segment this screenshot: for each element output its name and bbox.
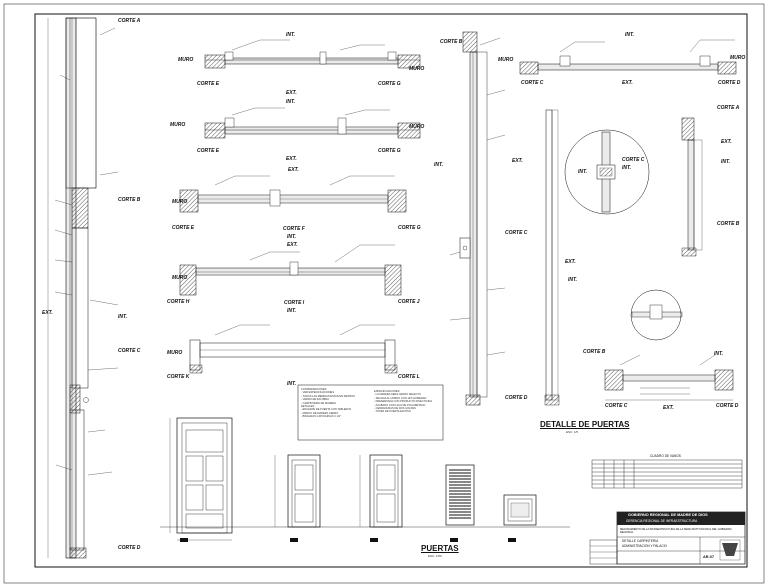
- label-corte-a-right: CORTE A: [717, 105, 740, 111]
- label-int-right-mid: INT.: [721, 159, 731, 165]
- inner-border: [34, 13, 748, 568]
- right-section-bottom: [604, 354, 734, 401]
- label-int-r4: INT.: [287, 308, 297, 314]
- title-detalle-de-puertas: DETALLE DE PUERTAS: [540, 420, 630, 429]
- right-vertical-corte-a: [681, 117, 703, 257]
- door-elevation-5-small: [503, 494, 537, 542]
- label-corte-h-r4: CORTE H: [167, 299, 190, 305]
- label-muro-r2l: MURO: [170, 122, 186, 128]
- label-corte-i-r4: CORTE I: [284, 300, 305, 306]
- label-corte-d-right-bottom: CORTE D: [716, 403, 739, 409]
- label-corte-b-right: CORTE B: [717, 221, 740, 227]
- label-ext-right-bottom: EXT.: [663, 405, 674, 411]
- notes-column-1: CONSIDERACIONES: - VER ESPECIFICACIONES …: [301, 388, 355, 419]
- label-int-r5: INT.: [287, 381, 297, 387]
- label-int-circle: INT.: [622, 165, 632, 171]
- label-corte-l-r5: CORTE L: [398, 374, 420, 380]
- label-corte-b-right-bottom: CORTE B: [583, 349, 606, 355]
- label-ext-r2: EXT.: [286, 156, 297, 162]
- door-elevation-3: [359, 454, 403, 542]
- section-row-4: [179, 261, 402, 296]
- scale-puertas: ESC: 1/50: [428, 554, 442, 558]
- label-muro-r4: MURO: [172, 275, 188, 281]
- label-corte-c-circle: CORTE C: [622, 157, 645, 163]
- label-corte-j-r4: CORTE J: [398, 299, 420, 305]
- label-ext-r1: EXT.: [286, 90, 297, 96]
- label-int-right-top: INT.: [625, 32, 635, 38]
- right-section-top: [519, 39, 737, 75]
- door-elevation-4-louver: [445, 464, 475, 542]
- label-corte-e-r1: CORTE E: [197, 81, 220, 87]
- label-corte-d-left: CORTE D: [118, 545, 141, 551]
- label-corte-c-right: CORTE C: [521, 80, 544, 86]
- label-corte-g-r2: CORTE G: [378, 148, 401, 154]
- title-puertas: PUERTAS: [421, 544, 459, 553]
- section-row-3: [179, 189, 407, 213]
- label-corte-d-center: CORTE D: [505, 395, 528, 401]
- label-int-right-bottom: INT.: [714, 351, 724, 357]
- label-ext-center: EXT.: [512, 158, 523, 164]
- label-corte-e-r3: CORTE E: [172, 225, 195, 231]
- label-corte-c-left: CORTE C: [118, 348, 141, 354]
- left-vertical-section: [47, 17, 119, 559]
- notes-box: [297, 384, 444, 441]
- label-muro-r2r: MURO: [409, 124, 425, 130]
- title-block-project: MEJORAMIENTO DE LA INFRAESTRUCTURA DE LA…: [620, 528, 732, 534]
- scale-detalle: ESC: 1/5: [566, 430, 579, 434]
- label-corte-b-center: CORTE B: [440, 39, 463, 45]
- label-int-circle-l: INT.: [578, 169, 588, 175]
- detail-circle-2: [630, 289, 683, 341]
- title-block-plan1: DETALLE CARPINTERIA: [622, 539, 659, 543]
- title-block-plan2: ADMINISTRACION Y PALACIO: [622, 544, 667, 548]
- outer-border: [3, 3, 765, 584]
- label-ext-r4: EXT.: [287, 242, 298, 248]
- label-int-r1: INT.: [286, 32, 296, 38]
- label-ext-left: EXT.: [42, 310, 53, 316]
- label-muro-r5: MURO: [167, 350, 183, 356]
- label-corte-g-r3: CORTE G: [398, 225, 421, 231]
- label-int-left: INT.: [118, 314, 128, 320]
- label-int-r2: INT.: [286, 99, 296, 105]
- label-corte-f-r3: CORTE F: [283, 226, 305, 232]
- label-ext-right-top: EXT.: [622, 80, 633, 86]
- label-int-r3: INT.: [434, 162, 444, 168]
- right-vertical-strip: [544, 109, 560, 406]
- schedule-title: CUADRO DE VANOS: [650, 454, 681, 458]
- label-muro-r1l: MURO: [178, 57, 194, 63]
- title-block: [589, 511, 746, 565]
- section-row-2: [204, 117, 421, 139]
- vanos-schedule-table: [591, 459, 743, 489]
- notes-column-2: ESPECIFICACIONES: - LA MADERA SERA CEDRO…: [374, 390, 433, 414]
- label-corte-d-right: CORTE D: [718, 80, 741, 86]
- label-ext-r3: EXT.: [288, 167, 299, 173]
- leader-lines-center: [214, 39, 395, 336]
- title-block-line1: GOBIERNO REGIONAL DE MADRE DE DIOS: [628, 513, 708, 517]
- label-corte-c-center: CORTE C: [505, 230, 528, 236]
- label-muro-r1r: MURO: [409, 66, 425, 72]
- label-corte-b-left: CORTE B: [118, 197, 141, 203]
- section-row-1: [204, 51, 421, 69]
- label-muro-right-r: MURO: [730, 55, 746, 61]
- label-muro-r3: MURO: [172, 199, 188, 205]
- section-row-5: [189, 339, 398, 374]
- label-corte-g-r1: CORTE G: [378, 81, 401, 87]
- label-ext-right-lower: EXT.: [565, 259, 576, 265]
- title-block-line2: GERENCIA REGIONAL DE INFRAESTRUCTURA: [626, 519, 698, 523]
- label-muro-right-l: MURO: [498, 57, 514, 63]
- label-int-r3b: INT.: [287, 234, 297, 240]
- label-int-right-lower: INT.: [568, 277, 578, 283]
- label-corte-k-r5: CORTE K: [167, 374, 190, 380]
- title-block-sheet-number: AR-07: [703, 555, 714, 559]
- door-elevation-1: [169, 417, 233, 542]
- center-vertical-section: [449, 31, 506, 406]
- door-elevation-2: [274, 454, 321, 542]
- label-corte-c-right-bottom: CORTE C: [605, 403, 628, 409]
- label-corte-e-r2: CORTE E: [197, 148, 220, 154]
- label-ext-right-mid: EXT.: [721, 139, 732, 145]
- label-corte-a-left: CORTE A: [118, 18, 141, 24]
- detail-circle-1: [564, 129, 650, 215]
